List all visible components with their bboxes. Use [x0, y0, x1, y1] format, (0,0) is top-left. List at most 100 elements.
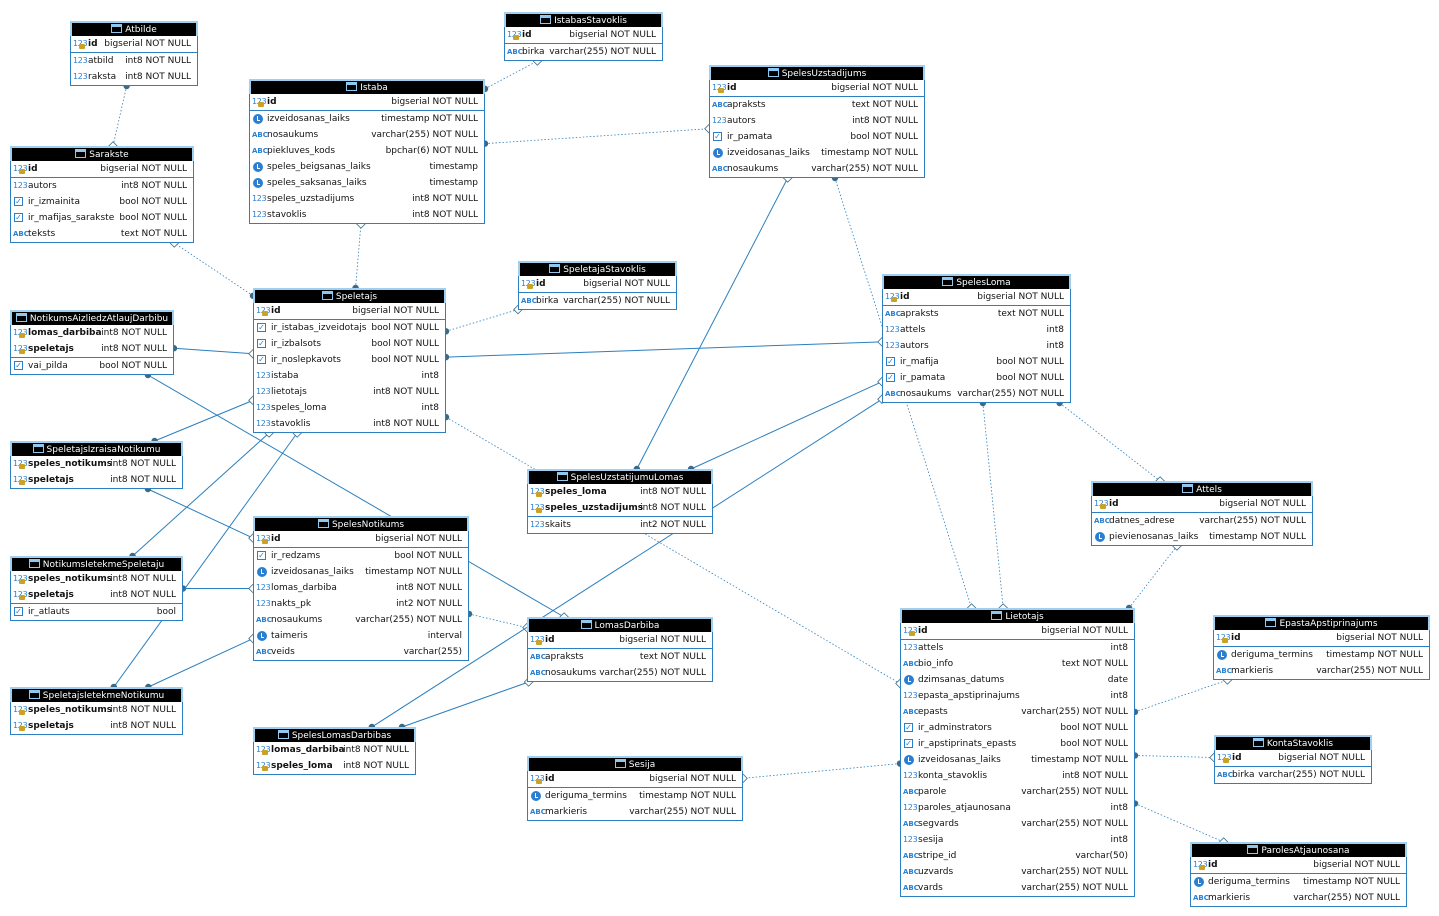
table-header[interactable]: Attels — [1091, 481, 1313, 496]
column-speletajs[interactable]: 123speletajsint8 NOT NULL — [11, 718, 182, 734]
table-speletajs-izraisa-notikumu[interactable]: SpeletajsIzraisaNotikumu123speles_notiku… — [10, 441, 183, 489]
table-istabas-stavoklis[interactable]: IstabasStavoklis123idbigserial NOT NULLA… — [504, 12, 663, 61]
table-header[interactable]: SpeletajaStavoklis — [518, 261, 677, 276]
table-speles-uzstatijumu-lomas[interactable]: SpelesUzstatijumuLomas123speles_lomaint8… — [527, 469, 713, 534]
table-header[interactable]: SpeletajsIzraisaNotikumu — [10, 441, 183, 456]
column-id[interactable]: 123idbigserial NOT NULL — [1092, 496, 1312, 512]
table-speles-uzstadijums[interactable]: SpelesUzstadijums123idbigserial NOT NULL… — [709, 65, 925, 178]
column-id[interactable]: 123idbigserial NOT NULL — [710, 80, 924, 96]
table-header[interactable]: EpastaApstiprinajums — [1213, 615, 1430, 630]
column-id[interactable]: 123idbigserial NOT NULL — [519, 276, 676, 292]
column-id[interactable]: 123idbigserial NOT NULL — [883, 289, 1070, 305]
table-sesija[interactable]: Sesija123idbigserial NOT NULLderiguma_te… — [527, 756, 743, 821]
column-id[interactable]: 123idbigserial NOT NULL — [1215, 750, 1371, 766]
table-header[interactable]: Speletajs — [253, 288, 446, 303]
table-header[interactable]: IstabasStavoklis — [504, 12, 663, 27]
table-speles-lomas-darbibas[interactable]: SpelesLomasDarbibas123lomas_darbibaint8 … — [253, 727, 416, 775]
column-id[interactable]: 123idbigserial NOT NULL — [901, 623, 1134, 639]
table-header[interactable]: Atbilde — [70, 21, 198, 36]
table-speletaja-stavoklis[interactable]: SpeletajaStavoklis123idbigserial NOT NUL… — [518, 261, 677, 310]
table-header[interactable]: Sarakste — [10, 146, 194, 161]
table-atbilde[interactable]: Atbilde123idbigserial NOT NULL123atbildi… — [70, 21, 198, 86]
table-header[interactable]: Istaba — [249, 79, 485, 94]
column-speletajs[interactable]: 123speletajsint8 NOT NULL — [11, 587, 182, 603]
table-header[interactable]: SpelesLoma — [882, 274, 1071, 289]
column-id[interactable]: 123idbigserial NOT NULL — [1214, 630, 1429, 646]
table-konta-stavoklis[interactable]: KontaStavoklis123idbigserial NOT NULLABC… — [1214, 735, 1372, 784]
table-notikums-ietekme-speletaju[interactable]: NotikumsIetekmeSpeletaju123speles_notiku… — [10, 556, 183, 621]
table-header[interactable]: SpeletajsIetekmeNotikumu — [10, 687, 183, 702]
table-speletajs-ietekme-notikumu[interactable]: SpeletajsIetekmeNotikumu123speles_notiku… — [10, 687, 183, 735]
column-id[interactable]: 123idbigserial NOT NULL — [254, 531, 468, 547]
table-lomas-darbiba[interactable]: LomasDarbiba123idbigserial NOT NULLABCap… — [527, 617, 713, 682]
table-header[interactable]: LomasDarbiba — [527, 617, 713, 632]
table-istaba[interactable]: Istaba123idbigserial NOT NULLizveidosana… — [249, 79, 485, 224]
table-header[interactable]: Sesija — [527, 756, 743, 771]
table-notikums-aizliedz-atlauj-darbibu[interactable]: NotikumsAizliedzAtlaujDarbibu123lomas_da… — [10, 310, 174, 375]
column-id[interactable]: 123idbigserial NOT NULL — [11, 161, 193, 177]
column-id[interactable]: 123idbigserial NOT NULL — [528, 632, 712, 648]
table-sarakste[interactable]: Sarakste123idbigserial NOT NULL123autors… — [10, 146, 194, 243]
table-header[interactable]: SpelesUzstatijumuLomas — [527, 469, 713, 484]
column-id[interactable]: 123idbigserial NOT NULL — [505, 27, 662, 43]
table-lietotajs[interactable]: Lietotajs123idbigserial NOT NULL123attel… — [900, 608, 1135, 897]
table-header[interactable]: Lietotajs — [900, 608, 1135, 623]
column-speletajs[interactable]: 123speletajsint8 NOT NULL — [11, 341, 173, 357]
table-speles-loma[interactable]: SpelesLoma123idbigserial NOT NULLABCapra… — [882, 274, 1071, 403]
